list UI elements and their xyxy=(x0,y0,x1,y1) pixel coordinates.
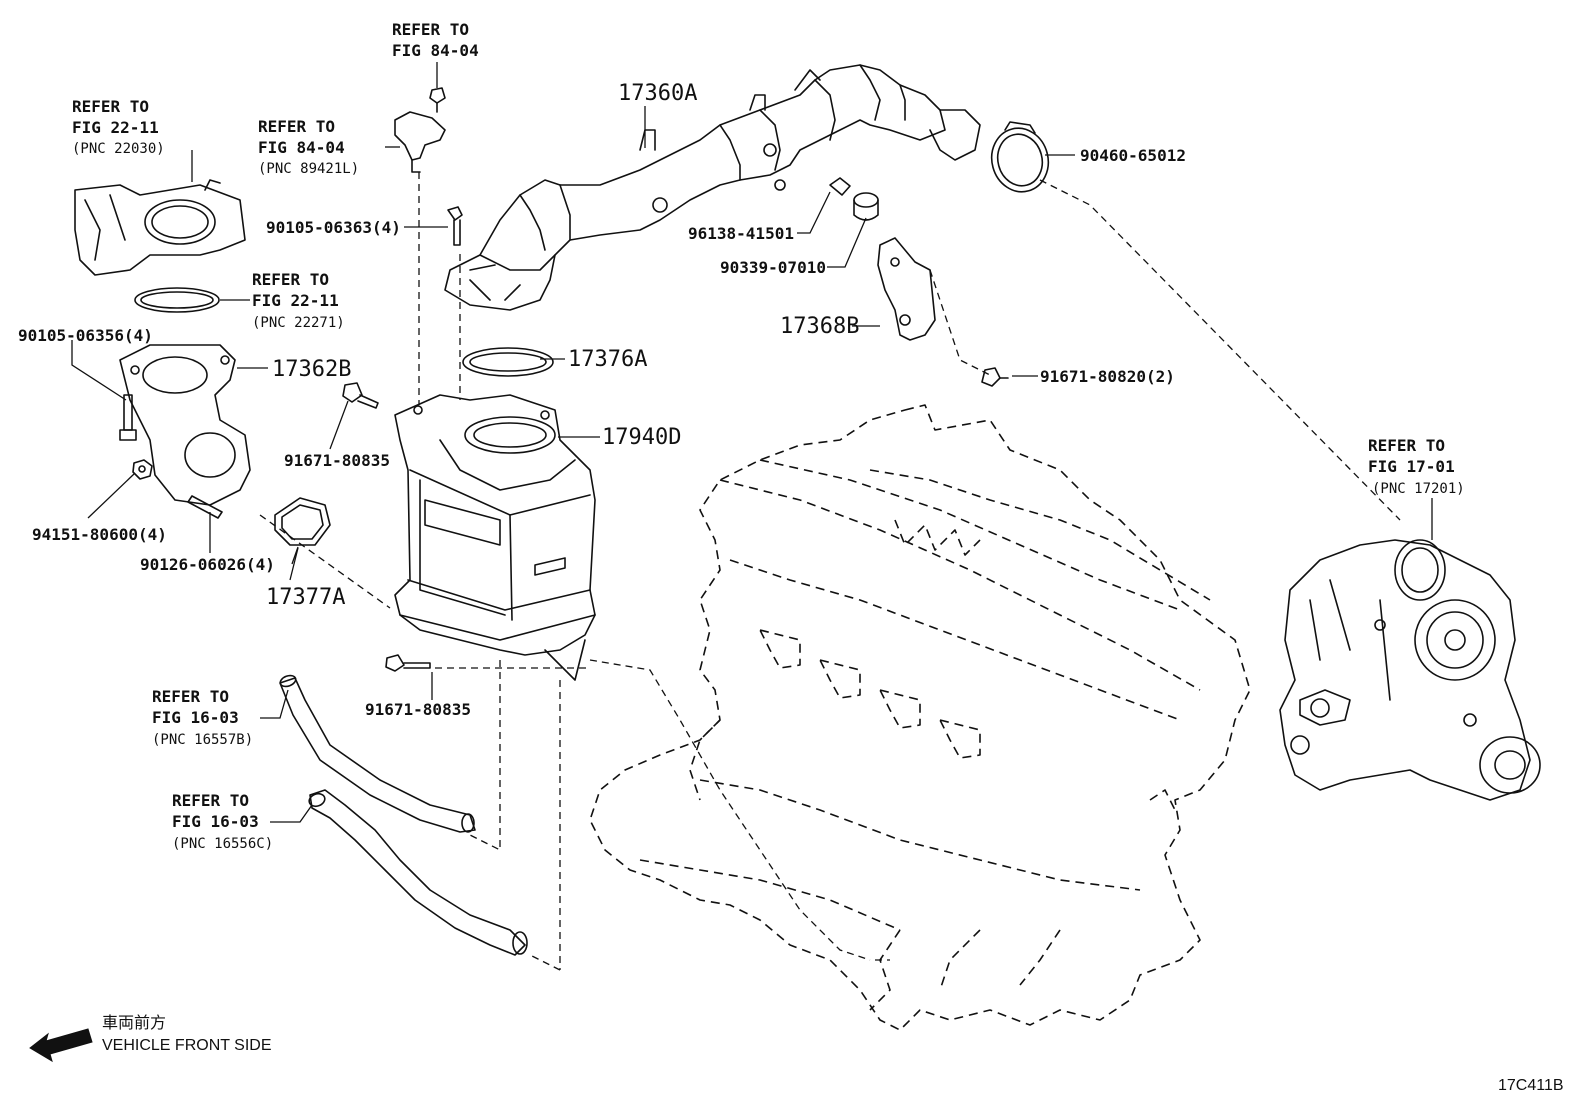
ref-17-01-pnc[interactable]: (PNC 17201) xyxy=(1372,481,1465,497)
flange-17362B[interactable] xyxy=(119,344,251,506)
label-91671-80835-b[interactable]: 91671-80835 xyxy=(365,700,471,719)
gasket-17376A[interactable] xyxy=(462,347,554,377)
ref-22-11-b-line2[interactable]: FIG 22-11 xyxy=(252,291,339,310)
label-17362B[interactable]: 17362B xyxy=(272,357,351,382)
ref-16-03-b-line2[interactable]: FIG 16-03 xyxy=(172,812,259,831)
ref-22-11-a-line2[interactable]: FIG 22-11 xyxy=(72,118,159,137)
front-arrow-icon xyxy=(29,1028,93,1063)
label-17376A[interactable]: 17376A xyxy=(568,347,647,372)
ref-16-03-a-line2[interactable]: FIG 16-03 xyxy=(152,708,239,727)
ref-84-04-mid-pnc[interactable]: (PNC 89421L) xyxy=(258,161,359,177)
bolt-91671-80820[interactable] xyxy=(981,367,1009,387)
ref-16-03-b-line1[interactable]: REFER TO xyxy=(172,791,249,810)
engine-block-phantom xyxy=(589,404,1251,1031)
bolt-90105-06363[interactable] xyxy=(447,206,463,246)
label-90105-06356[interactable]: 90105-06356(4) xyxy=(18,326,153,345)
label-17360A[interactable]: 17360A xyxy=(618,81,697,106)
assembly-dashed-lines xyxy=(259,172,1401,971)
sensor-89421L[interactable] xyxy=(394,111,446,173)
hose-16556C[interactable] xyxy=(307,789,528,956)
part-labels: REFER TO FIG 84-04 REFER TO FIG 22-11 (P… xyxy=(18,20,1465,852)
stud-90126[interactable] xyxy=(187,495,223,519)
ref-84-04-top-line2[interactable]: FIG 84-04 xyxy=(392,41,479,60)
turbocharger-17201[interactable] xyxy=(1279,539,1541,801)
clip-96138[interactable] xyxy=(829,177,851,196)
ref-17-01-line2[interactable]: FIG 17-01 xyxy=(1368,457,1455,476)
ref-22-11-a-pnc[interactable]: (PNC 22030) xyxy=(72,141,165,157)
label-90105-06363[interactable]: 90105-06363(4) xyxy=(266,218,401,237)
label-91671-80820[interactable]: 91671-80820(2) xyxy=(1040,367,1175,386)
bolt-91671-80835-upper[interactable] xyxy=(342,382,379,409)
gasket-17377A[interactable] xyxy=(274,497,331,546)
ref-22-11-a-line1[interactable]: REFER TO xyxy=(72,97,149,116)
bolt-90105-06356[interactable] xyxy=(119,394,137,441)
label-90126-06026[interactable]: 90126-06026(4) xyxy=(140,555,275,574)
hose-16557B[interactable] xyxy=(279,674,476,833)
ref-84-04-mid-line1[interactable]: REFER TO xyxy=(258,117,335,136)
cap-90339[interactable] xyxy=(853,192,879,221)
nut-94151[interactable] xyxy=(132,459,153,480)
ref-16-03-a-pnc[interactable]: (PNC 16557B) xyxy=(152,732,253,748)
front-side-english: VEHICLE FRONT SIDE xyxy=(102,1037,272,1054)
hose-clamp-90460[interactable] xyxy=(985,121,1056,198)
front-side-japanese: 車両前方 xyxy=(102,1014,166,1032)
throttle-body-22030[interactable] xyxy=(74,179,246,276)
label-17377A[interactable]: 17377A xyxy=(266,585,345,610)
label-96138-41501[interactable]: 96138-41501 xyxy=(688,224,794,243)
gasket-22271[interactable] xyxy=(134,287,220,313)
intercooler-17940D[interactable] xyxy=(394,394,596,681)
ref-84-04-top-line1[interactable]: REFER TO xyxy=(392,20,469,39)
bolt-91671-80835-lower[interactable] xyxy=(385,654,431,672)
bracket-17368B[interactable] xyxy=(877,237,936,341)
bolt-84-04[interactable] xyxy=(429,87,446,113)
ref-16-03-a-line1[interactable]: REFER TO xyxy=(152,687,229,706)
ref-22-11-b-line1[interactable]: REFER TO xyxy=(252,270,329,289)
ref-17-01-line1[interactable]: REFER TO xyxy=(1368,436,1445,455)
ref-84-04-mid-line2[interactable]: FIG 84-04 xyxy=(258,138,345,157)
label-90460-65012[interactable]: 90460-65012 xyxy=(1080,146,1186,165)
label-17368B[interactable]: 17368B xyxy=(780,314,859,339)
label-90339-07010[interactable]: 90339-07010 xyxy=(720,258,826,277)
label-17940D[interactable]: 17940D xyxy=(602,425,681,450)
label-94151-80600[interactable]: 94151-80600(4) xyxy=(32,525,167,544)
vehicle-front-indicator: 車両前方 VEHICLE FRONT SIDE xyxy=(29,1014,272,1063)
diagram-id: 17C411B xyxy=(1498,1077,1564,1094)
label-91671-80835-a[interactable]: 91671-80835 xyxy=(284,451,390,470)
ref-16-03-b-pnc[interactable]: (PNC 16556C) xyxy=(172,836,273,852)
leader-lines xyxy=(71,62,1433,823)
intake-pipe-17360A[interactable] xyxy=(444,64,981,311)
ref-22-11-b-pnc[interactable]: (PNC 22271) xyxy=(252,315,345,331)
